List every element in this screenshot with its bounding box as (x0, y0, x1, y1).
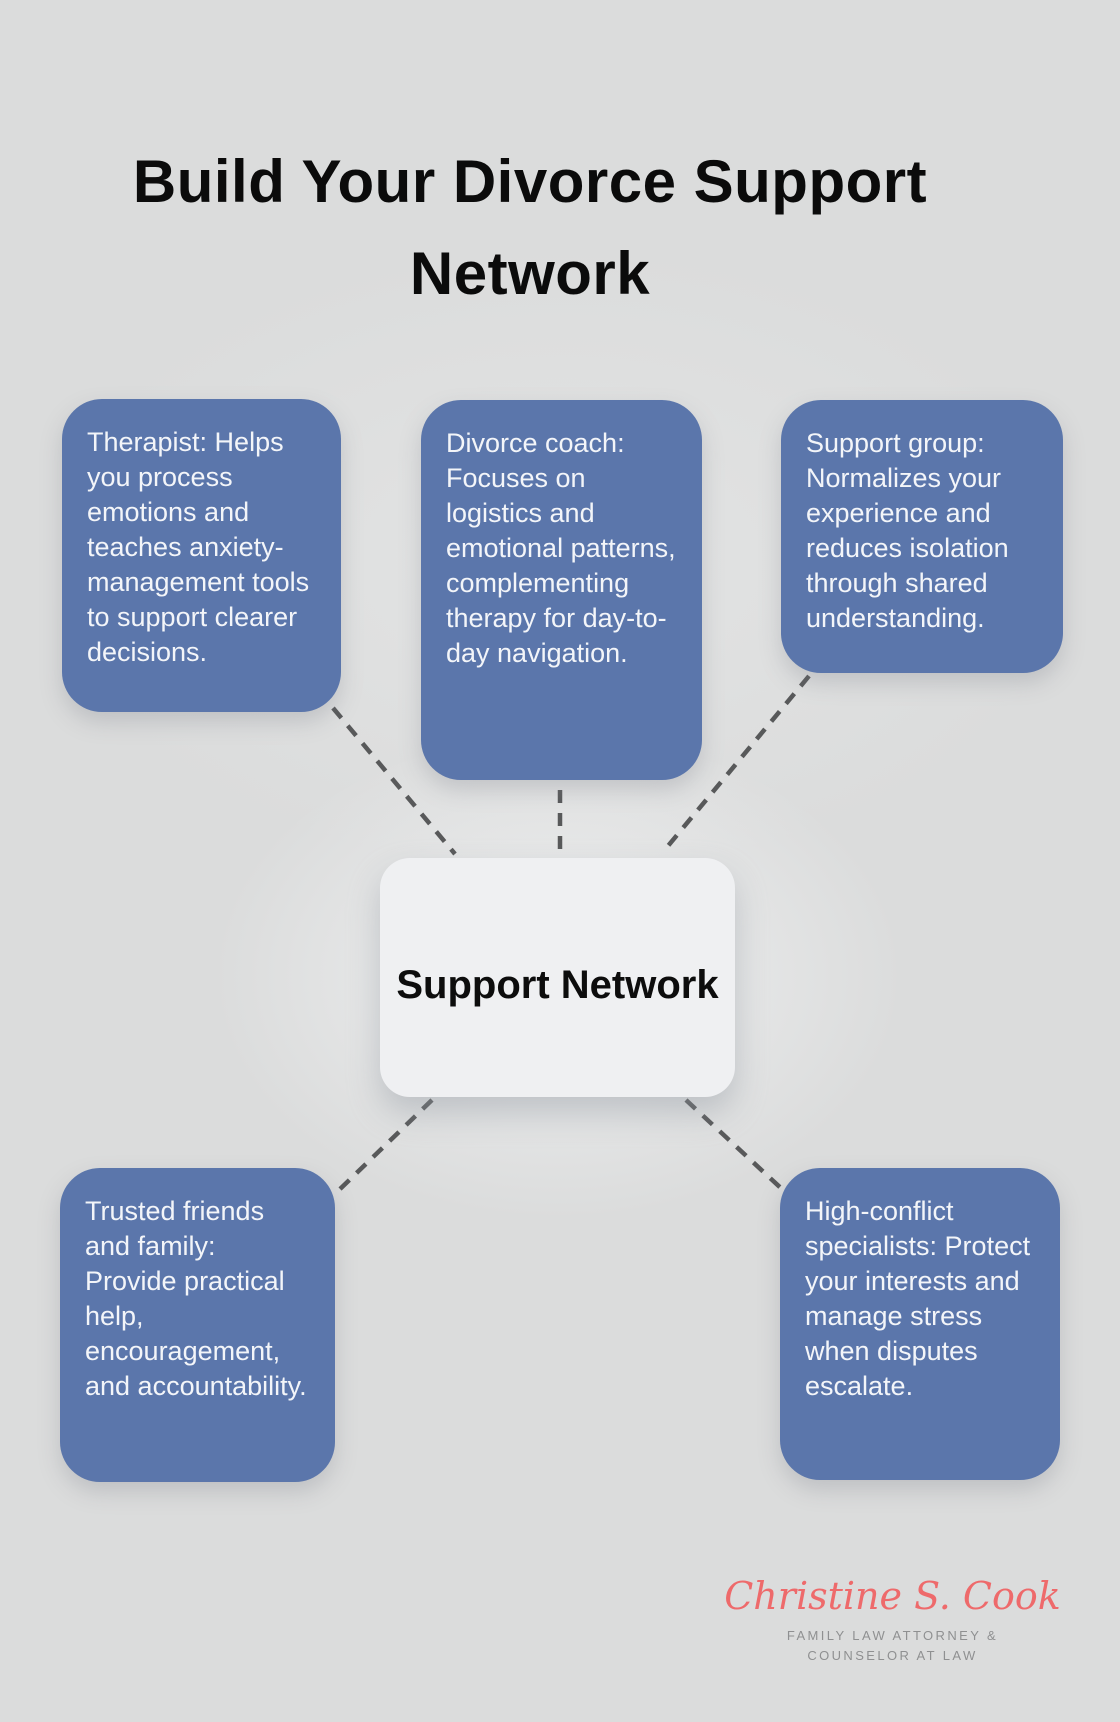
brand-logo: Christine S. Cook FAMILY LAW ATTORNEY & … (720, 1570, 1065, 1666)
connector-friends-family (336, 1098, 434, 1193)
node-friends-family-text: Trusted friends and family: Provide prac… (85, 1196, 307, 1401)
logo-tagline-line2: COUNSELOR AT LAW (807, 1648, 978, 1663)
page-title: Build Your Divorce Support Network (132, 148, 928, 308)
node-therapist-text: Therapist: Helps you process emotions an… (87, 427, 310, 667)
node-support-group-text: Support group: Normalizes your experienc… (806, 428, 1009, 633)
center-node: Support Network (380, 858, 735, 1097)
node-divorce-coach-text: Divorce coach: Focuses on logistics and … (446, 428, 676, 668)
node-therapist: Therapist: Helps you process emotions an… (62, 399, 341, 712)
center-node-label: Support Network (396, 962, 719, 1007)
node-support-group: Support group: Normalizes your experienc… (781, 400, 1063, 673)
logo-tagline-line1: FAMILY LAW ATTORNEY & (786, 1628, 999, 1643)
node-divorce-coach: Divorce coach: Focuses on logistics and … (421, 400, 702, 780)
node-high-conflict: High-conflict specialists: Protect your … (780, 1168, 1060, 1480)
logo-signature: Christine S. Cook (724, 1574, 1061, 1618)
node-friends-family: Trusted friends and family: Provide prac… (60, 1168, 335, 1482)
node-high-conflict-text: High-conflict specialists: Protect your … (805, 1196, 1031, 1401)
connector-high-conflict (684, 1098, 785, 1192)
